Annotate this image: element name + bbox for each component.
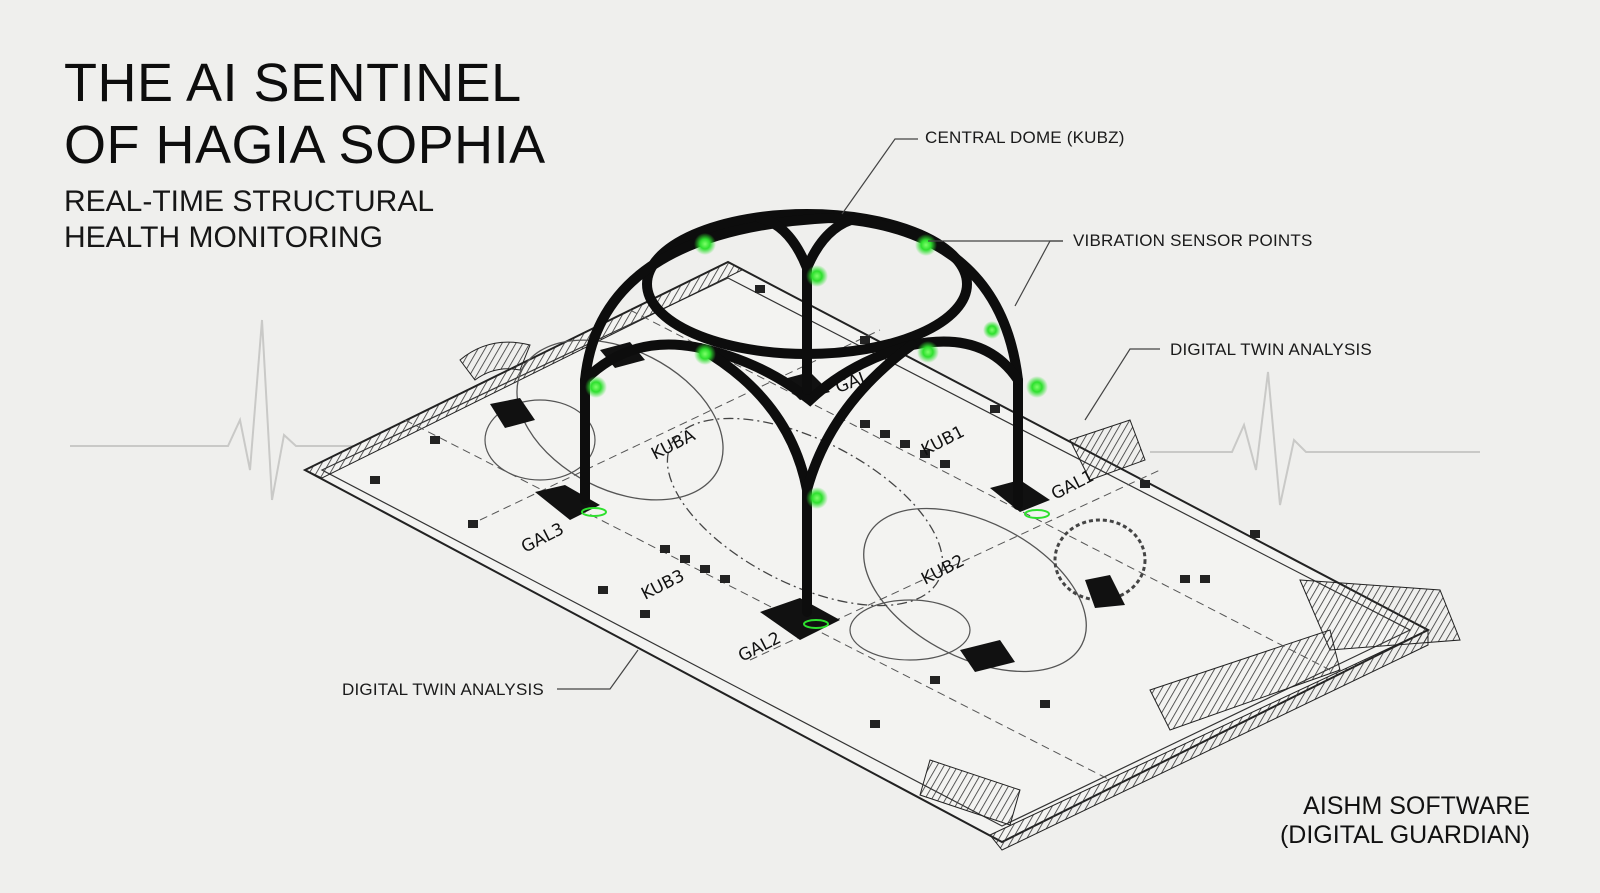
subtitle-line-1: REAL-TIME STRUCTURAL xyxy=(64,185,435,218)
callout-digital-twin-right: DIGITAL TWIN ANALYSIS xyxy=(1170,340,1372,359)
sensor-ring xyxy=(1024,509,1050,519)
vibration-sensors xyxy=(581,233,1050,629)
brand-tagline: (DIGITAL GUARDIAN) xyxy=(1279,821,1530,849)
sensor-dot xyxy=(1026,376,1048,398)
sensor-dot xyxy=(806,265,828,287)
callout-digital-twin-left: DIGITAL TWIN ANALYSIS xyxy=(342,680,544,699)
title-line-2: OF HAGIA SOPHIA xyxy=(64,115,546,175)
sensor-dot xyxy=(983,321,1001,339)
page-subtitle: REAL-TIME STRUCTURAL HEALTH MONITORING xyxy=(64,184,434,256)
sensor-dot xyxy=(694,233,716,255)
subtitle-line-2: HEALTH MONITORING xyxy=(64,221,383,254)
dome-wireframe xyxy=(580,209,1023,617)
callout-central-dome: CENTRAL DOME (KUBZ) xyxy=(925,128,1125,147)
sensor-ring xyxy=(803,619,829,629)
brand-block: AISHM SOFTWARE (DIGITAL GUARDIAN) xyxy=(1280,792,1530,850)
sensor-dot xyxy=(694,343,716,365)
sensor-dot xyxy=(806,487,828,509)
sensor-ring xyxy=(581,507,607,517)
page-title: THE AI SENTINEL OF HAGIA SOPHIA xyxy=(64,52,546,176)
pulse-line-left xyxy=(70,319,355,501)
sensor-dot xyxy=(917,341,939,363)
title-line-1: THE AI SENTINEL xyxy=(64,53,522,113)
pulse-line-right xyxy=(1150,371,1480,506)
sensor-dot xyxy=(585,376,607,398)
sensor-dot xyxy=(915,234,937,256)
leader-lines xyxy=(557,138,1160,690)
brand-name: AISHM SOFTWARE xyxy=(1303,792,1530,820)
callout-vibration-sensors: VIBRATION SENSOR POINTS xyxy=(1073,231,1313,250)
